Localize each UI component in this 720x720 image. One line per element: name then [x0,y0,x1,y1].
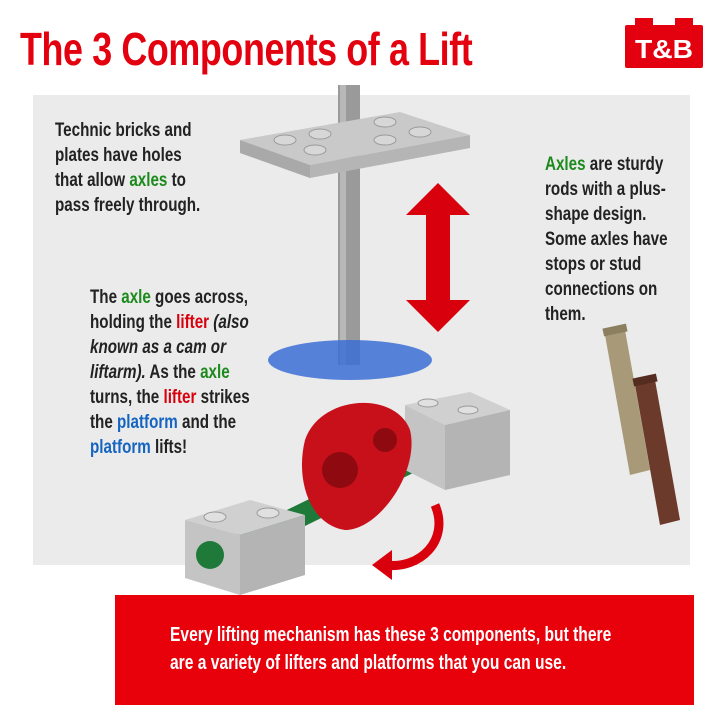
keyword-platform: platform [90,437,151,458]
keyword-axle: axle [200,362,230,383]
text-line: are a variety of lifters and platforms t… [170,652,567,674]
technic-brick-right [405,392,510,490]
keyword-platform: platform [117,412,178,433]
text-line: connections on [545,279,658,300]
text: The [90,287,122,308]
keyword-lifter: lifter [163,387,197,408]
text-line: The axle goes across, [90,285,250,310]
top-plate [240,112,470,165]
text-line: Technic bricks and [55,120,192,141]
text-line: turns, the lifter strikes [90,385,250,410]
brown-axle [635,380,680,525]
text: that allow [55,170,130,191]
keyword-lifter: lifter [176,312,210,333]
keyword-axle: axle [121,287,151,308]
rotation-arrow [384,503,444,571]
axles-description-text: Axles are sturdy rods with a plus- shape… [545,152,668,327]
up-down-arrow [406,183,470,332]
text-line: Axles are sturdy [545,152,668,177]
tan-axle [605,330,650,475]
text-line: liftarm). As the axle [90,360,250,385]
text-line: that allow axles to [55,168,200,193]
text-line: Every lifting mechanism has these 3 comp… [170,624,612,646]
keyword-axles: axles [129,170,168,191]
text-line: pass freely through. [55,195,201,216]
text: liftarm). [90,362,146,383]
text-line: platform lifts! [90,435,250,460]
page-title: The 3 Components of a Lift [20,23,473,75]
text: As the [145,362,201,383]
text: (also [209,312,249,333]
text-line: holding the lifter (also [90,310,250,335]
text: holding the [90,312,177,333]
text-line: stops or stud [545,254,642,275]
text-line: Some axles have [545,229,668,250]
text-line: the platform and the [90,410,250,435]
text: turns, the [90,387,164,408]
text-line: known as a cam or [90,337,227,358]
text-line: rods with a plus- [545,179,666,200]
text: and the [177,412,237,433]
text-line: shape design. [545,204,647,225]
text: the [90,412,118,433]
technic-brick-left [185,500,305,595]
tb-logo: T&B [625,18,703,68]
summary-text: Every lifting mechanism has these 3 comp… [170,621,611,677]
keyword-axles: Axles [545,154,586,175]
text: strikes [196,387,250,408]
svg-text:T&B: T&B [635,34,693,64]
platform-disc [268,340,432,380]
text: to [167,170,186,191]
text: goes across, [150,287,248,308]
text: are sturdy [585,154,664,175]
text: lifts! [150,437,188,458]
axle-explanation-text: The axle goes across, holding the lifter… [90,285,250,460]
text-line: plates have holes [55,145,182,166]
technic-bricks-text: Technic bricks and plates have holes tha… [55,118,200,218]
text-line: them. [545,304,586,325]
summary-banner: Every lifting mechanism has these 3 comp… [115,595,694,705]
